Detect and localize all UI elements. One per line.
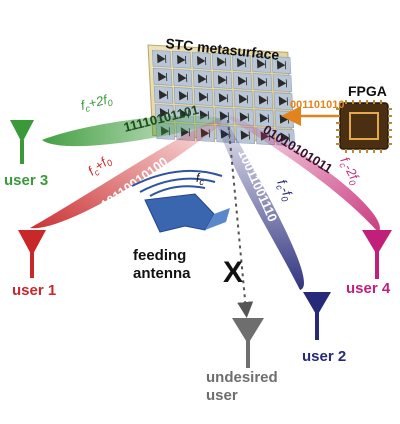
fpga-label: FPGA [348, 83, 387, 99]
user1-label: user 1 [12, 282, 56, 299]
fpga-pin [359, 149, 361, 153]
fpga-pin [352, 100, 354, 104]
fpga-pin [388, 129, 392, 131]
fpga-pin [366, 149, 368, 153]
fpga-pin [336, 136, 340, 138]
user4-label: user 4 [346, 280, 391, 297]
feed-freq: fc [196, 171, 204, 187]
fpga-pin [388, 122, 392, 124]
fpga-pin [336, 122, 340, 124]
user4-antenna-icon [362, 230, 392, 279]
feeding-antenna-icon [132, 171, 230, 232]
fpga-pin [352, 149, 354, 153]
fpga-pin [345, 100, 347, 104]
blocked-mark: X [223, 256, 243, 289]
fpga-pin [366, 100, 368, 104]
feed-label-line2: antenna [133, 265, 191, 282]
fpga-pin [380, 100, 382, 104]
undesired-label-line1: undesired [206, 369, 278, 386]
fpga-pin [388, 115, 392, 117]
user2-antenna-icon [303, 292, 331, 340]
fpga-pin [336, 129, 340, 131]
beam-code-user4: 01010101011 [260, 122, 335, 176]
fpga-pin [359, 100, 361, 104]
undesired-user-antenna-icon [232, 318, 264, 368]
fpga-pin [373, 149, 375, 153]
user2-label: user 2 [302, 348, 346, 365]
fpga-pin [345, 149, 347, 153]
freq-label-user3: fc+2f0 [79, 91, 114, 115]
fpga-pin [336, 143, 340, 145]
feed-label-line1: feeding [133, 247, 186, 264]
user3-label: user 3 [4, 172, 48, 189]
fpga-code: 001101010 [290, 99, 344, 111]
beam-code-user2: 10011001110 [235, 147, 280, 224]
undesired-label-line2: user [206, 387, 238, 404]
user3-antenna-icon [10, 120, 34, 164]
fpga-pin [388, 136, 392, 138]
fpga-pin [388, 143, 392, 145]
fpga-pin [388, 108, 392, 110]
fpga-pin [373, 100, 375, 104]
freq-label-user1: fc+f0 [85, 152, 115, 180]
user1-antenna-icon [18, 230, 46, 278]
fpga-pin [380, 149, 382, 153]
freq-label-user2: fc-f0 [272, 177, 296, 203]
